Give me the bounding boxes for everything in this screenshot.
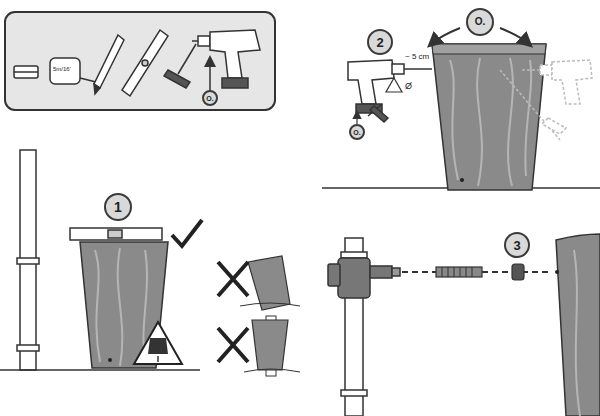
spirit-level-top: [70, 228, 162, 240]
rotate-arrow: [430, 28, 460, 45]
weight-warning: [134, 322, 182, 364]
warning-triangle: [386, 78, 402, 92]
pointer-arrow: [356, 112, 357, 124]
diameter-symbol: Ø: [404, 82, 413, 91]
spirit-level: [122, 30, 168, 96]
drill-step2: [348, 60, 432, 113]
callout-circle: O.: [349, 124, 365, 140]
rain-diverter: [328, 258, 400, 298]
tape-measure-text: 5m/16': [52, 66, 72, 72]
rotate-arrow: [500, 28, 530, 45]
pencil: [94, 35, 124, 94]
tape-measure: [50, 58, 96, 84]
tools-panel: [5, 12, 275, 110]
connector-hose: [436, 267, 482, 277]
callout-circle: 1: [104, 193, 132, 221]
tape-roll: [14, 66, 38, 78]
planter-step3: [555, 234, 600, 416]
callout-number: O.: [206, 95, 213, 102]
drill-faded: [500, 60, 592, 140]
callout-circle: O.: [466, 8, 494, 36]
ground-line: [0, 369, 200, 371]
planter-step1: [80, 242, 168, 368]
scraper: [164, 44, 196, 88]
checkmark: [172, 220, 202, 246]
callout-circle: 3: [504, 232, 530, 258]
downpipe: [17, 150, 39, 370]
callout-number: 2: [376, 36, 383, 49]
seal-nut: [512, 264, 524, 280]
wrong-tilted: [218, 256, 300, 310]
wrong-soft-ground: [218, 316, 300, 376]
callout-number: O.: [353, 129, 360, 136]
callout-circle: 2: [367, 29, 393, 55]
callout-number: O.: [475, 17, 486, 27]
hole-saw-bit: [368, 104, 388, 122]
callout-number: 1: [114, 200, 122, 214]
callout-number: 3: [513, 239, 520, 252]
callout-circle: O.: [202, 90, 218, 106]
drill: [192, 30, 260, 92]
planter-step2: [432, 44, 546, 190]
dimension-label: ~ 5 cm: [404, 53, 430, 61]
